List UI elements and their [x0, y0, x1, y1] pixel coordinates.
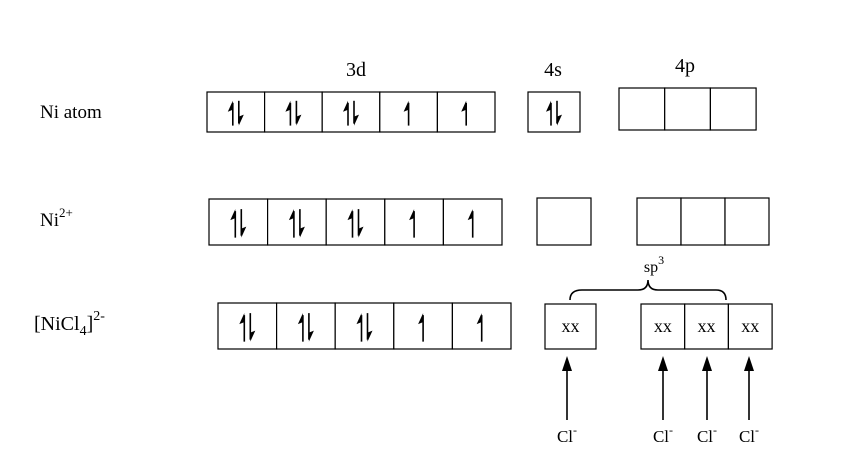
ni-atom-3d-box-3-up-electron-head [343, 100, 348, 112]
chloride-label-4: Cl- [739, 423, 759, 446]
nicl4-3d-box-1-down-electron-head [250, 330, 256, 342]
label-nicl4-base: [NiCl [34, 313, 80, 335]
row-nicl4-4p-boxes: xx xx xx [640, 303, 773, 350]
ni-atom-3d-box-1-down-electron-head [238, 114, 244, 126]
header-4s: 4s [544, 59, 562, 81]
row-nicl4-3d-boxes [217, 302, 512, 350]
nicl4-4p-box-3 [727, 303, 773, 350]
label-ni2plus: Ni2+ [40, 205, 73, 231]
ni-atom-4p-box-1 [618, 87, 666, 131]
ni2plus-3d-box-3-up-electron-head [347, 209, 353, 221]
nicl4-3d-box-1-up-electron-head [239, 313, 245, 325]
row-ni-atom-4s-box [527, 91, 581, 133]
chloride-label-1-charge: - [573, 423, 577, 437]
row-nicl4-4s-box: xx [544, 303, 597, 350]
ni-atom-3d-box-5-up-electron-head [461, 100, 467, 112]
nicl4-4p-box-3-ligand-pair: xx [741, 316, 759, 336]
ni2plus-4p-box-1 [636, 197, 682, 246]
sp3-brace [569, 279, 727, 301]
ni-atom-4p-box-3 [709, 87, 757, 131]
nicl4-3d-box-2-up-electron-head [297, 313, 303, 325]
row-ni-atom-3d-boxes [206, 91, 496, 133]
label-ni-atom: Ni atom [40, 102, 102, 123]
row-ni2plus-4s-box [536, 197, 592, 246]
header-4p: 4p [675, 55, 695, 77]
ni2plus-3d-box-2-up-electron-head [288, 209, 294, 221]
ni2plus-3d-box-5-up-electron-head [467, 209, 473, 221]
header-3d: 3d [346, 59, 366, 81]
ni2plus-4s-box-1 [536, 197, 592, 246]
ni2plus-3d-box-2 [267, 198, 327, 246]
chloride-label-4-charge: - [755, 423, 759, 437]
ligand-arrows: Cl-Cl-Cl-Cl- [557, 356, 759, 446]
chloride-label-2-base: Cl [653, 427, 669, 446]
ni2plus-3d-box-1-down-electron-head [241, 226, 247, 238]
ni-atom-3d-box-2-down-electron-head [296, 114, 302, 126]
nicl4-3d-box-3-up-electron-head [356, 313, 362, 325]
label-ni2plus-charge: 2+ [59, 205, 73, 220]
row-ni2plus-3d-boxes [208, 198, 503, 246]
ni-atom-3d-box-3-down-electron-head [354, 114, 359, 126]
chloride-label-3: Cl- [697, 423, 717, 446]
ligand-arrow-2-head [658, 356, 668, 371]
ni-atom-4s-box-1 [527, 91, 581, 133]
ni-atom-3d-box-1 [206, 91, 266, 133]
nicl4-4p-box-2-ligand-pair: xx [698, 316, 716, 336]
nicl4-3d-box-3 [334, 302, 395, 350]
chloride-label-1: Cl- [557, 423, 577, 446]
ni2plus-3d-box-3-down-electron-head [358, 226, 364, 238]
ni-atom-3d-box-1-up-electron-head [227, 100, 233, 112]
ni2plus-3d-box-1 [208, 198, 269, 246]
ni2plus-3d-box-1-up-electron-head [230, 209, 236, 221]
ni-atom-3d-box-2 [264, 91, 323, 133]
ligand-arrow-4-head [744, 356, 754, 371]
ni2plus-3d-box-2-down-electron-head [299, 226, 305, 238]
row-ni2plus-4p-boxes [636, 197, 770, 246]
nicl4-3d-box-1 [217, 302, 278, 350]
nicl4-3d-box-5-up-electron-head [476, 313, 482, 325]
nicl4-3d-box-3-down-electron-head [367, 330, 373, 342]
ni-atom-4s-box-1-up-electron-head [546, 100, 551, 112]
ni-atom-3d-box-5 [436, 91, 496, 133]
chloride-label-3-base: Cl [697, 427, 713, 446]
row-ni-atom-4p-boxes [618, 87, 757, 131]
ni-atom-3d-box-4-up-electron-head [403, 100, 409, 112]
chloride-label-2-charge: - [669, 423, 673, 437]
ligand-arrow-3-head [702, 356, 712, 371]
nicl4-4p-box-1 [640, 303, 686, 350]
nicl4-4s-box-1 [544, 303, 597, 350]
nicl4-3d-box-2-down-electron-head [308, 330, 314, 342]
nicl4-4p-box-1-ligand-pair: xx [654, 316, 672, 336]
sp3-label-superscript: 3 [658, 253, 664, 267]
label-nicl4-complex: [NiCl4]2- [34, 309, 105, 339]
label-nicl4-charge: 2- [93, 309, 105, 324]
chloride-label-1-base: Cl [557, 427, 573, 446]
ni-atom-4p-box-2 [664, 87, 712, 131]
chloride-label-3-charge: - [713, 423, 717, 437]
ni2plus-3d-box-3 [325, 198, 386, 246]
ni2plus-4p-box-2 [680, 197, 726, 246]
chloride-label-4-base: Cl [739, 427, 755, 446]
nicl4-3d-box-2 [276, 302, 336, 350]
label-nicl4-bracket: ] [87, 313, 94, 335]
ligand-arrow-1-head [562, 356, 572, 371]
sp3-label-base: sp [644, 259, 658, 276]
ni-atom-3d-box-2-up-electron-head [285, 100, 291, 112]
nicl4-4s-box-1-ligand-pair: xx [562, 316, 580, 336]
label-nicl4-subscript: 4 [80, 324, 87, 339]
ni-atom-3d-box-3 [321, 91, 381, 133]
nicl4-3d-box-4-up-electron-head [418, 313, 424, 325]
label-ni2plus-base: Ni [40, 210, 59, 231]
nicl4-4p-box-2 [684, 303, 730, 350]
sp3-label: sp3 [644, 253, 664, 276]
ni2plus-4p-box-3 [724, 197, 770, 246]
chloride-label-2: Cl- [653, 423, 673, 446]
ni-atom-4s-box-1-down-electron-head [557, 114, 562, 126]
ni2plus-3d-box-4-up-electron-head [409, 209, 415, 221]
